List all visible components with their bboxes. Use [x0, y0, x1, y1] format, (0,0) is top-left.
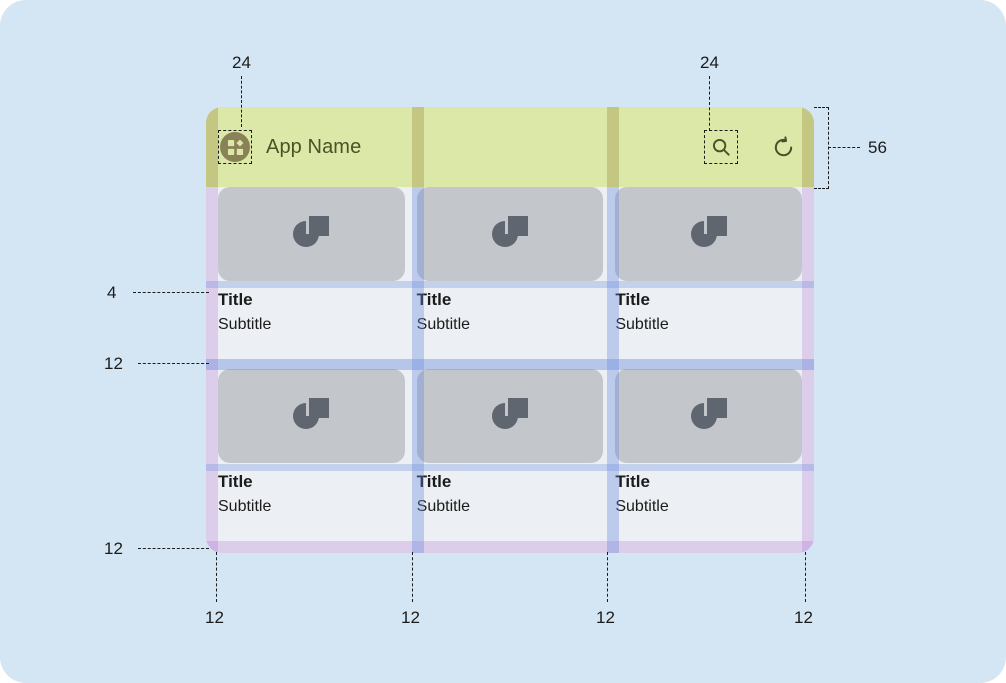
- app-bar-title: App Name: [266, 135, 362, 158]
- card[interactable]: Title Subtitle: [615, 369, 803, 541]
- annotation-label-appbar-height-56: 56: [868, 138, 887, 157]
- search-button[interactable]: [704, 130, 738, 164]
- app-logo-grid-icon: [220, 132, 250, 162]
- app-logo-button[interactable]: [218, 130, 252, 164]
- annotation-leader-top-right-24: [709, 76, 710, 131]
- annotation-label-top-left-24: 24: [232, 53, 251, 72]
- card-text: Title Subtitle: [417, 463, 604, 541]
- card-text: Title Subtitle: [417, 281, 604, 359]
- refresh-button[interactable]: [768, 132, 798, 162]
- refresh-icon: [774, 135, 792, 156]
- card-text: Title Subtitle: [615, 281, 802, 359]
- card-title: Title: [615, 290, 650, 309]
- annotation-leader-bottom-margin-12: [138, 548, 209, 549]
- annotation-label-row-gap-12: 12: [104, 354, 123, 373]
- annotation-leader-top-left-24: [241, 76, 242, 127]
- annotation-label-bottom-margin-12: 12: [104, 539, 123, 558]
- annotation-label-bottom-12-3: 12: [596, 608, 615, 627]
- app-bar-leading: App Name: [218, 130, 361, 164]
- image-placeholder-icon: [492, 398, 528, 429]
- annotation-label-bottom-12-4: 12: [794, 608, 813, 627]
- annotation-leader-appbar-height: [828, 147, 860, 148]
- card-text: Title Subtitle: [218, 281, 405, 359]
- card-text: Title Subtitle: [218, 463, 405, 541]
- card-subtitle: Subtitle: [416, 497, 471, 515]
- image-placeholder-icon: [690, 398, 727, 429]
- card-media: [416, 369, 604, 463]
- card-title: Title: [218, 472, 253, 491]
- image-placeholder-icon: [492, 216, 528, 247]
- card-row: Title Subtitle Title Subtitle: [218, 369, 803, 541]
- card-title: Title: [218, 290, 253, 309]
- card-row: Title Subtitle Title Subtitle: [218, 187, 803, 359]
- card[interactable]: Title Subtitle: [615, 187, 803, 359]
- card[interactable]: Title Subtitle: [416, 187, 604, 359]
- card[interactable]: Title Subtitle: [416, 369, 604, 541]
- card-title: Title: [615, 472, 650, 491]
- card-title: Title: [416, 472, 452, 491]
- image-placeholder-icon: [293, 216, 330, 247]
- app-bar-actions: [704, 130, 802, 164]
- annotation-leader-bottom-2: [412, 552, 413, 602]
- annotation-leader-bottom-3: [607, 552, 608, 602]
- annotation-leader-row-gap-12: [138, 363, 209, 364]
- card-media: [615, 187, 803, 281]
- annotation-bracket-appbar-height: [814, 107, 829, 189]
- annotation-leader-media-title-4: [133, 292, 209, 293]
- card-media: [218, 187, 405, 281]
- app-bar: App Name: [206, 107, 814, 187]
- annotation-label-bottom-12-2: 12: [401, 608, 420, 627]
- app-frame: App Name: [206, 107, 814, 553]
- card[interactable]: Title Subtitle: [218, 187, 405, 359]
- annotation-label-bottom-12-1: 12: [205, 608, 224, 627]
- card[interactable]: Title Subtitle: [218, 369, 405, 541]
- annotation-leader-bottom-1: [216, 552, 217, 602]
- card-media: [218, 369, 405, 463]
- card-subtitle: Subtitle: [615, 315, 669, 333]
- image-placeholder-icon: [690, 216, 727, 247]
- annotation-leader-bottom-4: [805, 552, 806, 602]
- card-subtitle: Subtitle: [218, 315, 272, 333]
- card-text: Title Subtitle: [615, 463, 802, 541]
- card-subtitle: Subtitle: [416, 315, 471, 333]
- annotation-label-media-title-4: 4: [107, 283, 117, 302]
- image-placeholder-icon: [293, 398, 330, 429]
- card-subtitle: Subtitle: [218, 497, 272, 515]
- card-title: Title: [416, 290, 452, 309]
- card-grid: Title Subtitle Title Subtitle: [206, 187, 814, 553]
- card-subtitle: Subtitle: [615, 497, 669, 515]
- search-icon: [712, 138, 730, 156]
- card-media: [615, 369, 803, 463]
- card-media: [416, 187, 604, 281]
- annotation-label-top-right-24: 24: [700, 53, 719, 72]
